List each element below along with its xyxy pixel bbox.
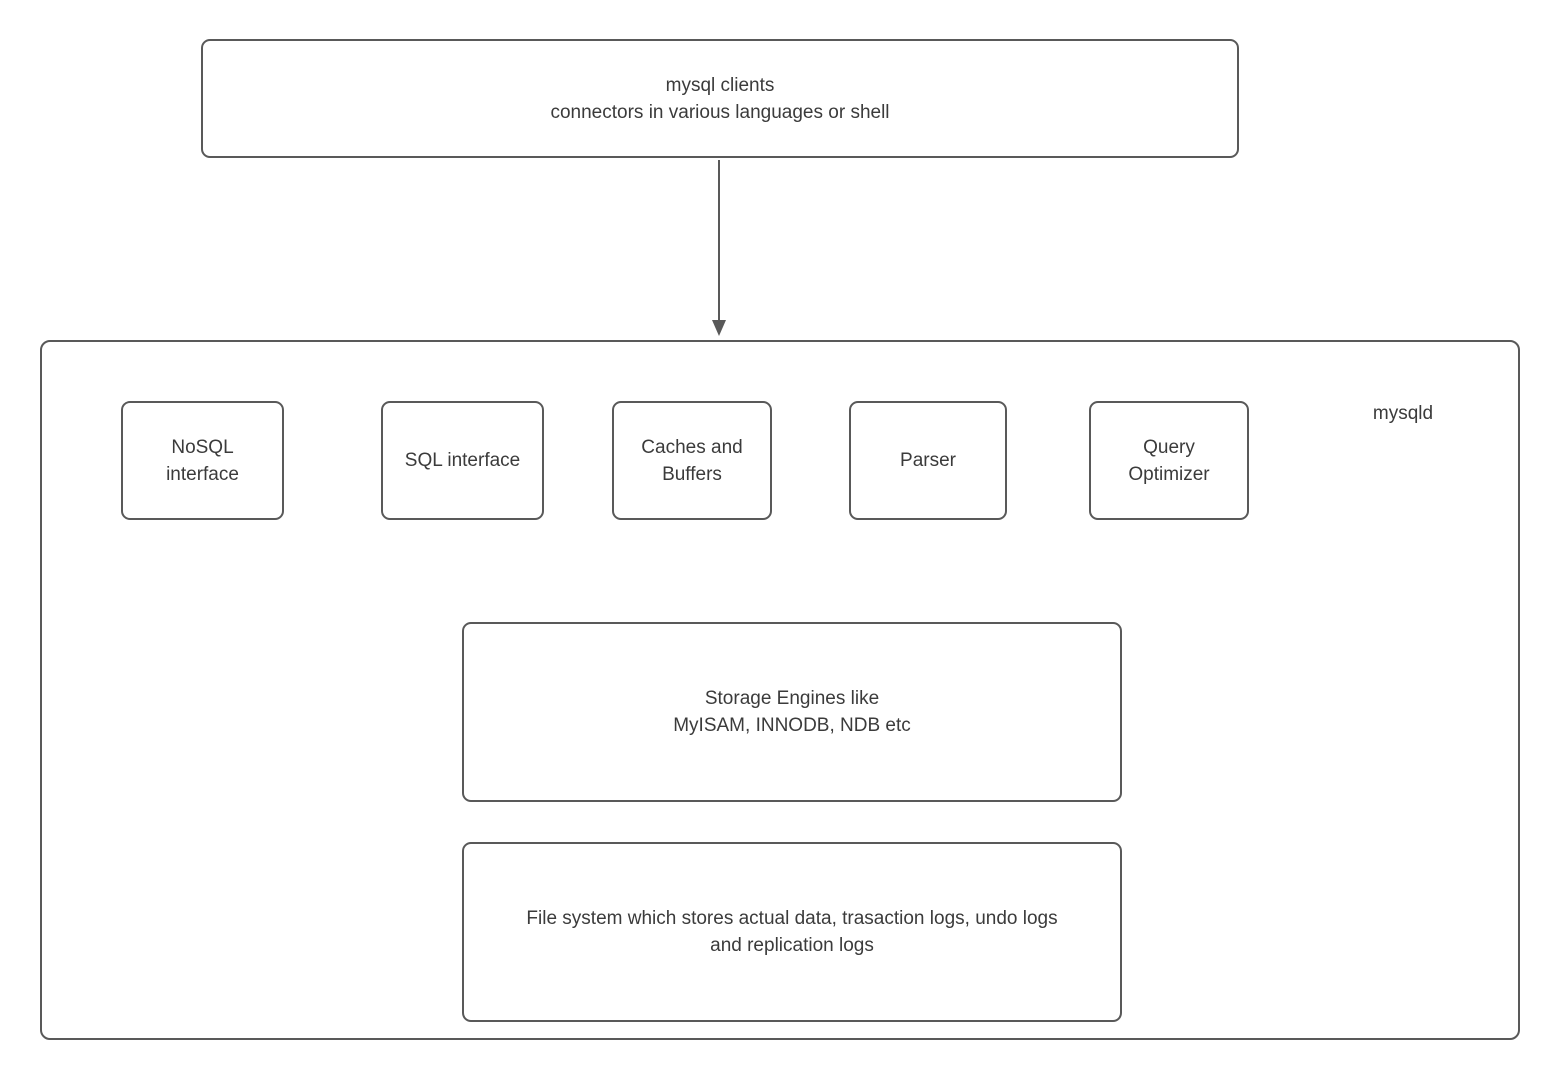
file-system-box: File system which stores actual data, tr…: [462, 842, 1122, 1022]
component-box-caches-and-buffers: Caches and Buffers: [612, 401, 772, 520]
component-box-nosql-interface: NoSQL interface: [121, 401, 284, 520]
client-to-server-arrow-line: [718, 160, 720, 321]
client-box-label: mysql clients connectors in various lang…: [550, 74, 890, 123]
component-box-sql-interface: SQL interface: [381, 401, 544, 520]
mysqld-label: mysqld: [1372, 403, 1434, 424]
client-box: mysql clients connectors in various lang…: [201, 39, 1239, 158]
storage-engines-box: Storage Engines like MyISAM, INNODB, NDB…: [462, 622, 1122, 802]
component-box-query-optimizer: Query Optimizer: [1089, 401, 1249, 520]
component-label: Parser: [900, 450, 956, 471]
arrow-down-icon: [712, 320, 726, 336]
component-box-parser: Parser: [849, 401, 1007, 520]
component-label: NoSQL interface: [166, 436, 239, 485]
component-label: Caches and Buffers: [641, 436, 743, 485]
file-system-label: File system which stores actual data, tr…: [526, 908, 1058, 956]
component-label: Query Optimizer: [1128, 436, 1210, 485]
component-label: SQL interface: [404, 450, 521, 471]
mysqld-container-box: mysqld NoSQL interface SQL interface Cac…: [40, 340, 1520, 1040]
storage-engines-label: Storage Engines like MyISAM, INNODB, NDB…: [673, 688, 911, 736]
